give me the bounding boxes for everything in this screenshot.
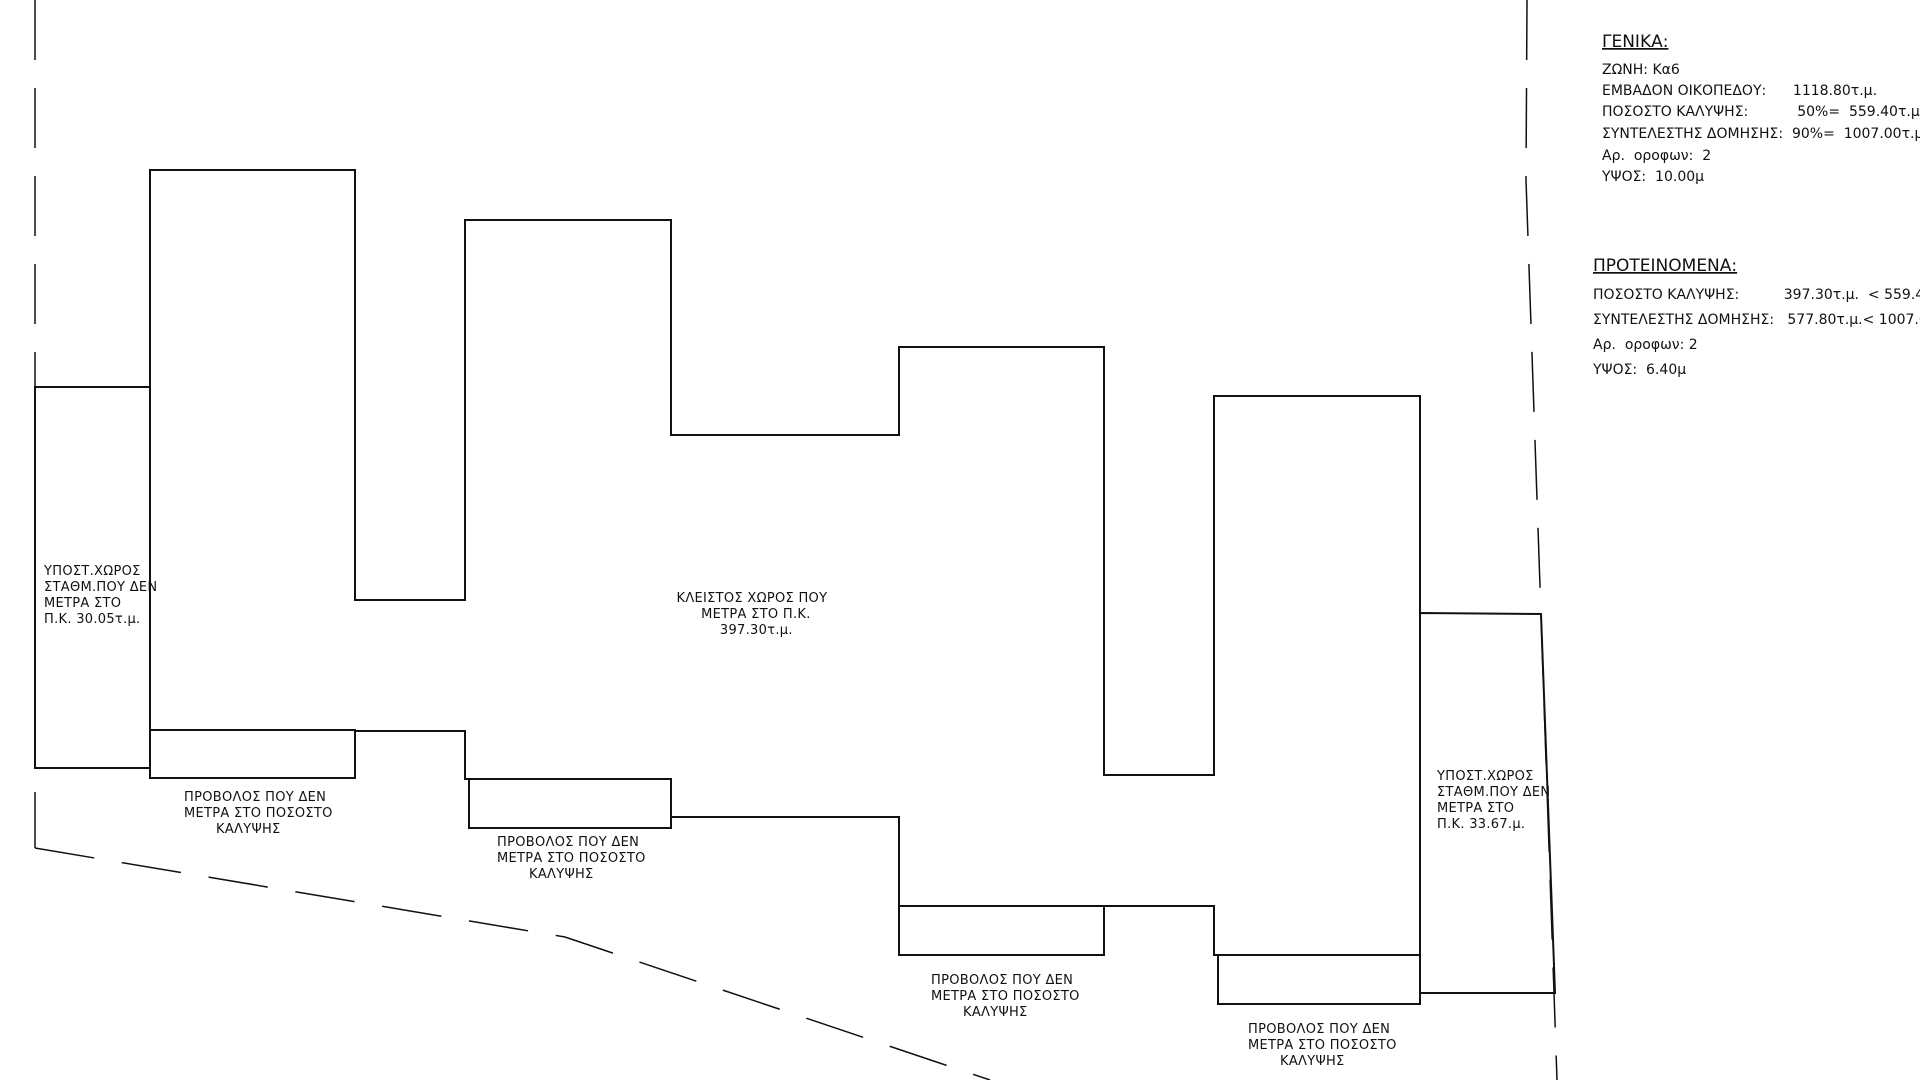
proposed-info-block: ΠΡΟΤΕΙΝΟΜΕΝΑ: ΠΟΣΟΣΤΟ ΚΑΛΥΨΗΣ: 397.30τ.μ…: [0, 0, 1920, 378]
parking-left-line: ΜΕΤΡΑ ΣΤΟ: [44, 596, 121, 611]
balcony-3-label: ΠΡΟΒΟΛΟΣ ΠΟΥ ΔΕΝ ΜΕΤΡΑ ΣΤΟ ΠΟΣΟΣΤΟ ΚΑΛΥΨ…: [931, 973, 1080, 1020]
balcony-2-label: ΠΡΟΒΟΛΟΣ ΠΟΥ ΔΕΝ ΜΕΤΡΑ ΣΤΟ ΠΟΣΟΣΤΟ ΚΑΛΥΨ…: [0, 0, 668, 882]
building-outline: [34, 169, 1557, 1005]
balcony-label-line: ΠΡΟΒΟΛΟΣ ΠΟΥ ΔΕΝ: [931, 973, 1073, 988]
parking-right-line: ΜΕΤΡΑ ΣΤΟ: [1437, 801, 1514, 816]
parking-left-line: ΥΠΟΣΤ.ΧΩΡΟΣ: [43, 564, 141, 579]
general-info-block: ΓΕΝΙΚΑ: ΖΩΝΗ: Κα6 ΕΜΒΑΔΟΝ ΟΙΚΟΠΕΔΟΥ: 111…: [0, 0, 1920, 185]
balcony-label-line: ΚΑΛΥΨΗΣ: [1280, 1054, 1345, 1069]
enclosed-space-label: ΚΛΕΙΣΤΟΣ ΧΩΡΟΣ ΠΟΥ ΜΕΤΡΑ ΣΤΟ Π.Κ. 397.30…: [0, 0, 849, 638]
proposed-info-title: ΠΡΟΤΕΙΝΟΜΕΝΑ:: [1593, 256, 1737, 276]
balcony-label-line: ΚΑΛΥΨΗΣ: [216, 822, 281, 837]
parking-left-label: ΥΠΟΣΤ.ΧΩΡΟΣ ΣΤΑΘΜ.ΠΟΥ ΔΕΝ ΜΕΤΡΑ ΣΤΟ Π.Κ.…: [0, 0, 180, 627]
proposed-info-lines: ΠΟΣΟΣΤΟ ΚΑΛΥΨΗΣ: 397.30τ.μ. < 559.40 ΣΥΝ…: [0, 0, 1920, 378]
balcony-label-line: ΜΕΤΡΑ ΣΤΟ ΠΟΣΟΣΤΟ: [1248, 1038, 1397, 1053]
enclosed-label-line: ΜΕΤΡΑ ΣΤΟ Π.Κ.: [701, 607, 811, 622]
balcony-4-outline: [1217, 954, 1421, 1005]
balcony-2-outline: [468, 778, 672, 829]
parking-right-line: Π.Κ. 33.67.μ.: [1437, 817, 1525, 832]
parking-right-line: ΣΤΑΘΜ.ΠΟΥ ΔΕΝ: [1437, 785, 1550, 800]
parking-right-line: ΥΠΟΣΤ.ΧΩΡΟΣ: [1436, 769, 1534, 784]
parking-left-line: Π.Κ. 30.05τ.μ.: [44, 612, 140, 627]
balcony-label-line: ΚΑΛΥΨΗΣ: [963, 1005, 1028, 1020]
parking-left-line: ΣΤΑΘΜ.ΠΟΥ ΔΕΝ: [44, 580, 157, 595]
enclosed-label-line: ΚΛΕΙΣΤΟΣ ΧΩΡΟΣ ΠΟΥ: [677, 591, 828, 606]
general-info-line: ΕΜΒΑΔΟΝ ΟΙΚΟΠΕΔΟΥ: 1118.80τ.μ.: [1602, 83, 1877, 99]
general-info-line: ΠΟΣΟΣΤΟ ΚΑΛΥΨΗΣ: 50%= 559.40τ.μ: [1602, 104, 1920, 120]
balcony-1-label: ΠΡΟΒΟΛΟΣ ΠΟΥ ΔΕΝ ΜΕΤΡΑ ΣΤΟ ΠΟΣΟΣΤΟ ΚΑΛΥΨ…: [0, 0, 355, 837]
general-info-line: ΣΥΝΤΕΛΕΣΤΗΣ ΔΟΜΗΣΗΣ: 90%= 1007.00τ.μ: [1602, 126, 1920, 142]
parking-right-outline: [1419, 611, 1557, 994]
proposed-info-line: ΠΟΣΟΣΤΟ ΚΑΛΥΨΗΣ: 397.30τ.μ. < 559.40: [1593, 287, 1920, 303]
general-info-lines: ΖΩΝΗ: Κα6 ΕΜΒΑΔΟΝ ΟΙΚΟΠΕΔΟΥ: 1118.80τ.μ.…: [0, 0, 1920, 185]
general-info-line: ΖΩΝΗ: Κα6: [1602, 62, 1680, 78]
plot-boundary: [34, 0, 1558, 1080]
boundary-south: [34, 847, 991, 1080]
balcony-1-outline: [149, 729, 356, 779]
general-info-line: Αρ. οροφων: 2: [1602, 148, 1711, 164]
balcony-4-label: ΠΡΟΒΟΛΟΣ ΠΟΥ ΔΕΝ ΜΕΤΡΑ ΣΤΟ ΠΟΣΟΣΤΟ ΚΑΛΥΨ…: [1248, 1022, 1397, 1069]
balcony-label-line: ΚΑΛΥΨΗΣ: [529, 867, 594, 882]
balcony-label-line: ΜΕΤΡΑ ΣΤΟ ΠΟΣΟΣΤΟ: [497, 851, 646, 866]
enclosed-label-line: 397.30τ.μ.: [720, 623, 793, 638]
balcony-label-line: ΠΡΟΒΟΛΟΣ ΠΟΥ ΔΕΝ: [1248, 1022, 1390, 1037]
proposed-info-line: ΥΨΟΣ: 6.40μ: [1592, 362, 1686, 378]
balcony-label-line: ΜΕΤΡΑ ΣΤΟ ΠΟΣΟΣΤΟ: [184, 806, 333, 821]
balcony-label-line: ΠΡΟΒΟΛΟΣ ΠΟΥ ΔΕΝ: [184, 790, 326, 805]
balcony-3-outline: [898, 905, 1105, 956]
parking-right-label: ΥΠΟΣΤ.ΧΩΡΟΣ ΣΤΑΘΜ.ΠΟΥ ΔΕΝ ΜΕΤΡΑ ΣΤΟ Π.Κ.…: [1436, 769, 1550, 832]
general-info-title: ΓΕΝΙΚΑ:: [1602, 32, 1668, 52]
enclosed-space-outline: [149, 169, 1421, 956]
proposed-info-line: Αρ. οροφων: 2: [1593, 337, 1698, 353]
balcony-label-line: ΠΡΟΒΟΛΟΣ ΠΟΥ ΔΕΝ: [497, 835, 639, 850]
balcony-label-line: ΜΕΤΡΑ ΣΤΟ ΠΟΣΟΣΤΟ: [931, 989, 1080, 1004]
general-info-line: ΥΨΟΣ: 10.00μ: [1601, 169, 1704, 185]
proposed-info-line: ΣΥΝΤΕΛΕΣΤΗΣ ΔΟΜΗΣΗΣ: 577.80τ.μ.< 1007.0: [1593, 312, 1920, 328]
parking-left-outline: [34, 386, 151, 769]
